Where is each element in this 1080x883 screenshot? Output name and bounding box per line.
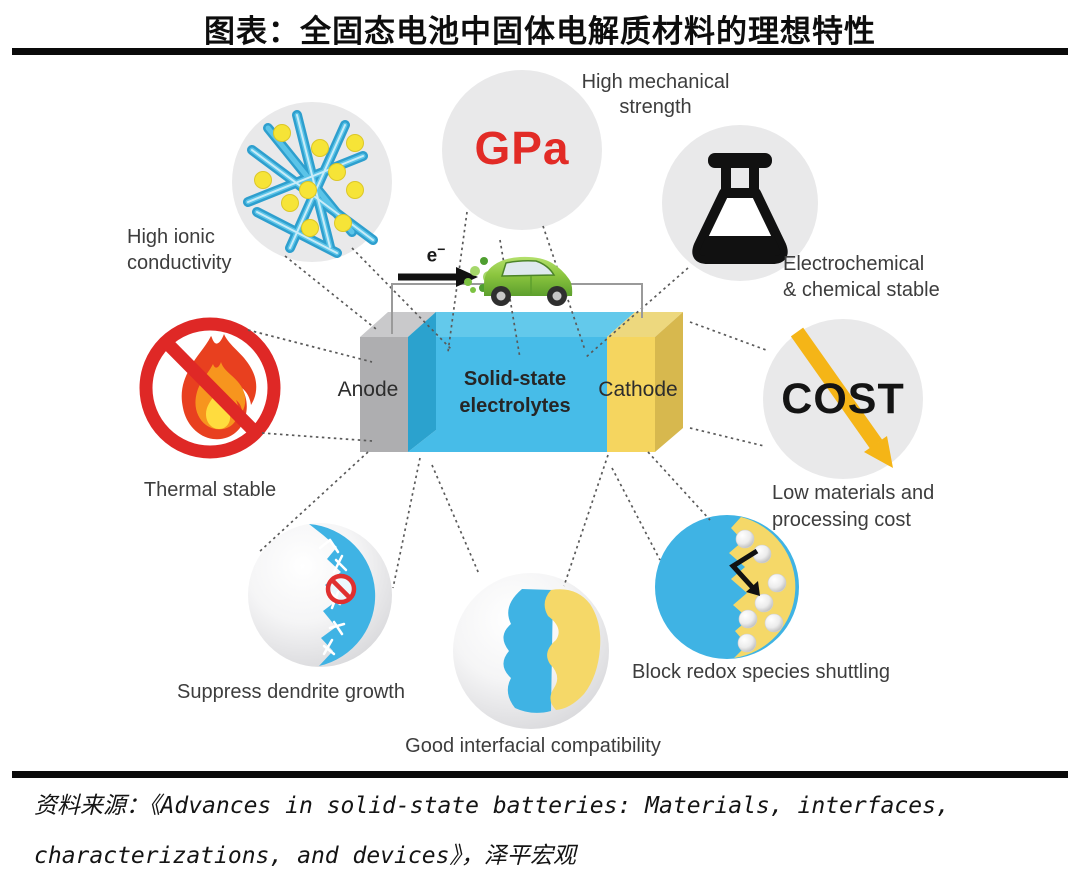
source-note: 资料来源：《Advances in solid-state batteries:… (34, 793, 950, 869)
cathode-label: Cathode (598, 378, 678, 401)
label-low-cost: Low materials and processing cost (772, 482, 935, 531)
cost-down-icon (763, 319, 923, 479)
cost-badge: COST (781, 375, 905, 423)
no-fire-icon (139, 317, 281, 459)
label-high-mechanical-strength: High mechanical strength (581, 71, 730, 118)
bottom-rule (12, 771, 1068, 778)
dendrite-icon (248, 523, 392, 667)
label-electrochemical-stable: Electrochemical & chemical stable (783, 253, 940, 301)
electrolyte-label: Solid-state electrolytes (459, 368, 571, 417)
label-block-redox: Block redox species shuttling (632, 661, 890, 683)
interfacial-icon (453, 573, 609, 729)
electron-minus: − (437, 241, 446, 257)
mechanical-strength-icon (442, 70, 602, 230)
label-high-ionic-conductivity: High ionic conductivity (127, 226, 232, 274)
label-interfacial-compatibility: Good interfacial compatibility (405, 735, 661, 757)
electron-label: e− (412, 241, 460, 267)
electron-arrow (398, 267, 478, 287)
ionic-conductivity-icon (232, 102, 392, 262)
page-title: 图表：全固态电池中固体电解质材料的理想特性 (204, 14, 876, 49)
label-thermal-stable: Thermal stable (143, 479, 277, 501)
electric-car (464, 256, 573, 306)
label-suppress-dendrite: Suppress dendrite growth (177, 681, 405, 703)
gpa-badge: GPa (474, 122, 570, 174)
anode-label: Anode (337, 378, 399, 401)
top-rule (12, 48, 1068, 55)
electron-symbol: e (426, 245, 438, 267)
battery-box (360, 312, 683, 452)
flask-icon (662, 125, 818, 281)
redox-shuttle-icon (655, 515, 799, 659)
connector-lines (247, 211, 767, 589)
